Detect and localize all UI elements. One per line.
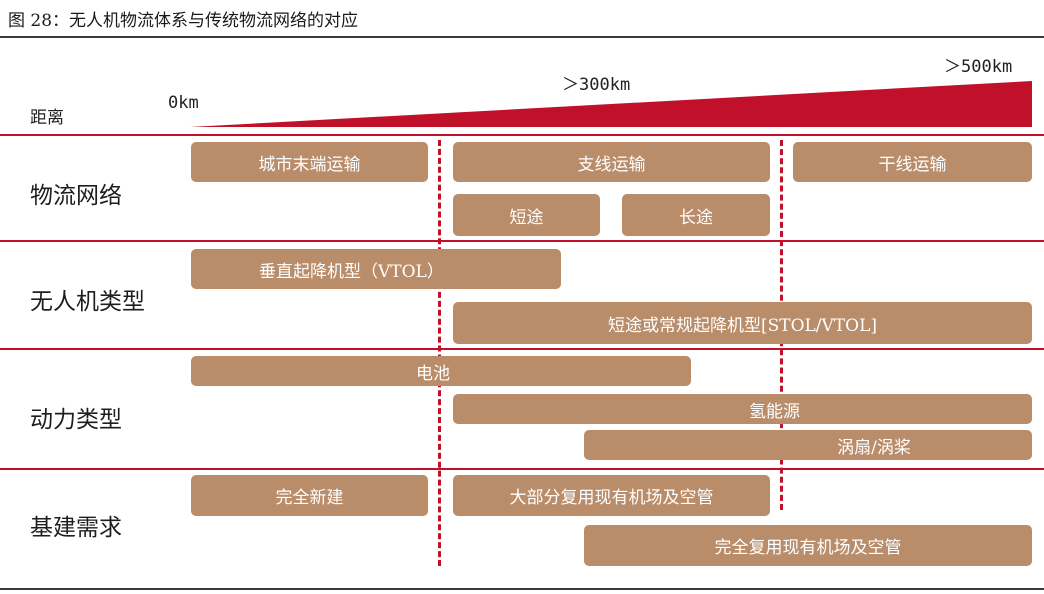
bar-stol: 短途或常规起降机型[STOL/VTOL]	[453, 302, 1032, 344]
bar-battery: 电池	[191, 356, 691, 386]
bar-short-haul-label: 短途	[509, 207, 544, 228]
guide-300km	[438, 140, 441, 566]
bar-full-reuse: 完全复用现有机场及空管	[584, 525, 1032, 566]
bar-new-build: 完全新建	[191, 475, 428, 516]
row-separator-1	[0, 134, 1044, 136]
distance-wedge-shape	[190, 81, 1032, 127]
bar-turbo: 涡扇/涡桨	[584, 430, 1032, 460]
distance-end: ＞500km	[944, 57, 1013, 77]
bar-vtol: 垂直起降机型（VTOL）	[191, 249, 561, 289]
bar-branch-transport: 支线运输	[453, 142, 770, 182]
bar-mostly-reuse-label: 大部分复用现有机场及空管	[509, 488, 714, 508]
bar-vtol-label: 垂直起降机型（VTOL）	[259, 261, 444, 282]
row-label-uav-type: 无人机类型	[30, 289, 145, 315]
row-separator-4	[0, 468, 1044, 470]
distance-wedge	[190, 81, 1032, 127]
bar-full-reuse-label: 完全复用现有机场及空管	[714, 538, 902, 558]
top-rule	[0, 36, 1044, 38]
bar-city-transport-label: 城市末端运输	[258, 154, 361, 175]
bar-turbo-label: 涡扇/涡桨	[837, 437, 911, 458]
bar-trunk-transport: 干线运输	[793, 142, 1032, 182]
figure-title: 图 28：无人机物流体系与传统物流网络的对应	[8, 11, 359, 31]
row-separator-3	[0, 348, 1044, 350]
bar-mostly-reuse: 大部分复用现有机场及空管	[453, 475, 770, 516]
row-label-logistics: 物流网络	[30, 183, 122, 209]
bar-long-haul-label: 长途	[679, 207, 713, 228]
bar-city-transport: 城市末端运输	[191, 142, 428, 182]
bar-hydrogen: 氢能源	[453, 394, 1032, 424]
distance-start: 0km	[168, 93, 199, 113]
bar-long-haul: 长途	[622, 194, 770, 236]
bar-trunk-transport-label: 干线运输	[878, 154, 947, 175]
row-label-infra: 基建需求	[30, 515, 122, 541]
row-label-power: 动力类型	[30, 407, 122, 433]
bar-hydrogen-label: 氢能源	[749, 401, 800, 422]
bar-new-build-label: 完全新建	[275, 488, 344, 508]
distance-mid: ＞300km	[562, 75, 631, 95]
row-separator-2	[0, 240, 1044, 242]
bar-stol-label: 短途或常规起降机型[STOL/VTOL]	[607, 315, 878, 336]
distance-label: 距离	[30, 108, 64, 128]
bottom-rule	[0, 588, 1044, 590]
bar-battery-label: 电池	[416, 363, 450, 384]
bar-short-haul: 短途	[453, 194, 600, 236]
bar-branch-transport-label: 支线运输	[577, 154, 646, 175]
